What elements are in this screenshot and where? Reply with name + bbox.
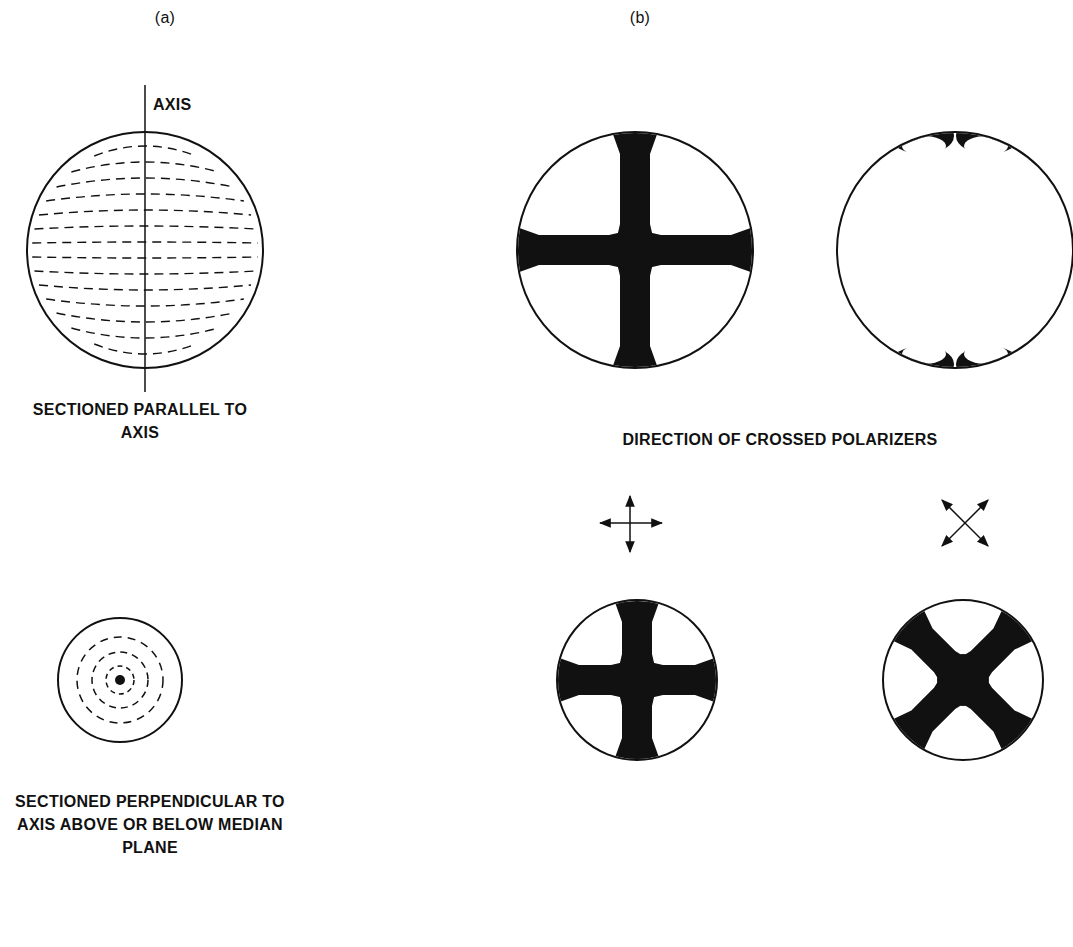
panel-letter: (b) — [610, 6, 670, 29]
band-line — [94, 146, 195, 156]
band-line — [39, 285, 251, 290]
band-line — [94, 344, 195, 354]
band-line — [71, 328, 218, 338]
extinction-lobes — [890, 118, 1020, 382]
band-line — [34, 271, 255, 274]
band-line — [57, 313, 234, 322]
polarizer-arrows — [942, 500, 988, 546]
band-line — [32, 257, 257, 258]
pattern-circle — [883, 600, 1043, 760]
maltese-cross — [841, 558, 1073, 801]
polarizer-arrows — [600, 496, 662, 552]
section-circle — [27, 132, 263, 368]
band-line — [46, 299, 244, 306]
band-line — [39, 210, 251, 215]
band-line — [46, 194, 244, 201]
caption-label: DIRECTION OF CROSSED POLARIZERS — [520, 428, 1040, 451]
band-line — [71, 162, 218, 172]
band-line — [32, 242, 257, 243]
band-line — [34, 226, 255, 229]
band-lines — [32, 146, 257, 354]
maltese-cross — [551, 594, 723, 766]
band-line — [57, 178, 234, 187]
caption-label: SECTIONED PERPENDICULAR TO AXIS ABOVE OR… — [4, 790, 296, 860]
pattern-circle — [837, 132, 1073, 368]
pattern-circle — [517, 132, 753, 368]
pattern-circle — [557, 600, 717, 760]
panel-letter: (a) — [135, 6, 195, 29]
axis-label: AXIS — [153, 93, 233, 116]
caption-label: SECTIONED PARALLEL TO AXIS — [20, 398, 260, 444]
perpendicular-section — [58, 618, 182, 742]
maltese-cross — [511, 126, 759, 374]
